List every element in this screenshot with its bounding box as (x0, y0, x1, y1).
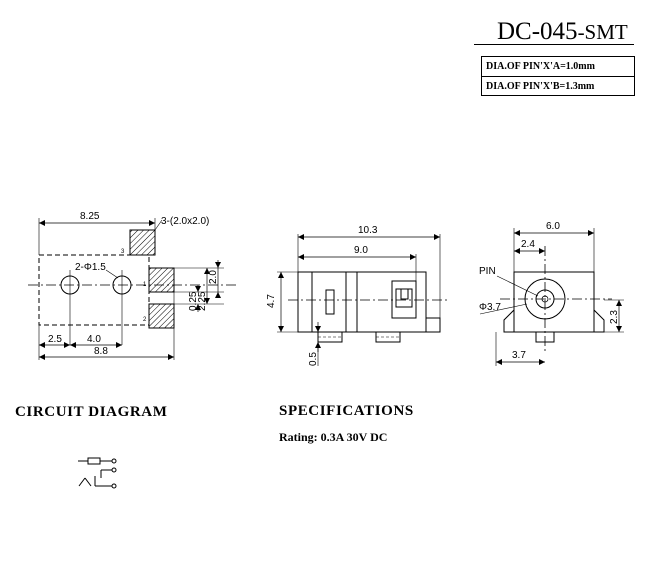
front-view (479, 228, 624, 366)
model-title: DC-045-SMT (497, 18, 628, 46)
label-pad-height: 2.0 (208, 270, 219, 284)
label-pad-gap: 0.25 (188, 291, 199, 311)
label-pad-3: 3 (121, 249, 125, 255)
label-pin-dia: 2-Φ1.5 (75, 262, 106, 273)
pin-spec-table: DIA.OF PIN'X'A=1.0mm DIA.OF PIN'X'B=1.3m… (481, 56, 635, 96)
label-side-height: 4.7 (266, 294, 277, 308)
label-side-body: 9.0 (354, 245, 368, 256)
label-top-width: 8.25 (80, 211, 100, 222)
side-body (297, 271, 427, 333)
label-side-total: 10.3 (358, 225, 378, 236)
label-front-height: 2.3 (609, 310, 620, 324)
circuit-diagram-heading: CIRCUIT DIAGRAM (15, 404, 168, 420)
label-pad-2: 2 (143, 317, 147, 323)
title-underline (474, 44, 634, 45)
label-pad-pitch: 2.25 (197, 291, 208, 311)
side-view (277, 234, 448, 366)
label-front-bottom: 3.7 (512, 350, 526, 361)
model-number: DC-045 (497, 18, 578, 45)
label-bottom-width: 8.8 (94, 346, 108, 357)
label-front-center: 2.4 (521, 239, 535, 250)
leader-pin (496, 275, 539, 297)
rating-text: Rating: 0.3A 30V DC (279, 430, 388, 444)
label-left-offset: 2.5 (48, 334, 62, 345)
top-view (28, 218, 236, 360)
label-front-width: 6.0 (546, 221, 560, 232)
pin-spec-b: DIA.OF PIN'X'B=1.3mm (482, 76, 634, 95)
leader-dia (479, 303, 528, 315)
pad-1 (148, 267, 175, 293)
model-suffix: -SMT (577, 20, 628, 44)
label-pin-pitch: 4.0 (87, 334, 101, 345)
label-side-foot: 0.5 (308, 352, 319, 366)
label-front-pin: PIN (479, 266, 496, 277)
pad-3 (129, 229, 156, 256)
label-pad-1: 1 (143, 282, 147, 288)
pad-2 (148, 303, 175, 329)
circuit-symbol (78, 457, 117, 489)
label-pad-size: 3-(2.0x2.0) (161, 216, 209, 227)
label-front-dia: Φ3.7 (479, 302, 501, 313)
specifications-heading: SPECIFICATIONS (279, 403, 414, 419)
pin-spec-a: DIA.OF PIN'X'A=1.0mm (486, 61, 595, 72)
